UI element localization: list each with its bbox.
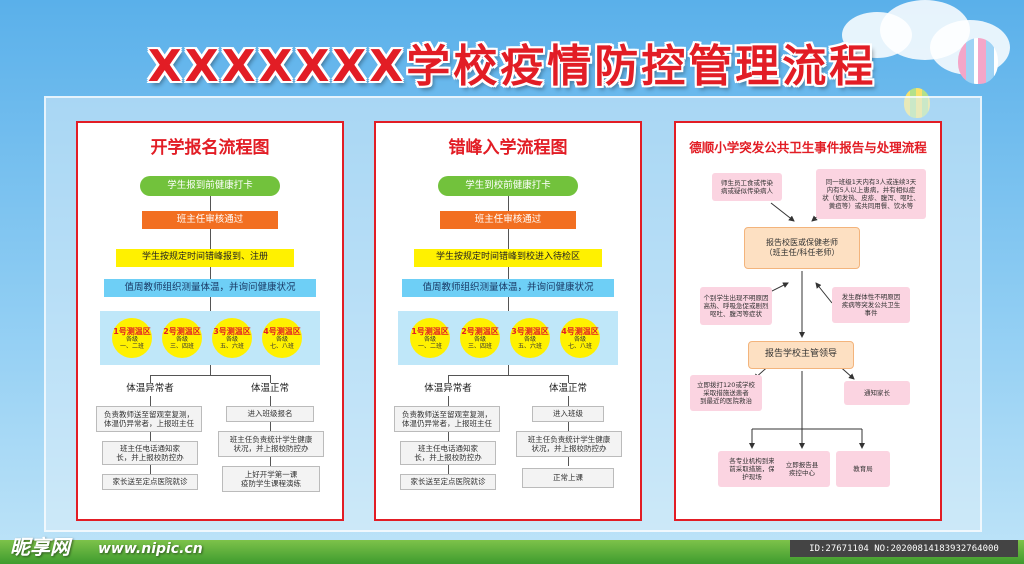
flow-arrow	[210, 267, 211, 279]
temperature-zone-3: 3号测温区各级 五、六班	[510, 318, 550, 358]
abnormal-step-hospital: 家长送至定点医院就诊	[102, 474, 198, 490]
temperature-zone-1: 1号测温区各级 一、二班	[410, 318, 450, 358]
panel-enrollment-flow: 开学报名流程图 学生报到前健康打卡 班主任审核通过 学生按规定时间错峰报到、注册…	[76, 121, 344, 521]
zone-label: 3号测温区	[511, 326, 549, 336]
zone-classes: 各级 五、六班	[219, 335, 244, 350]
flow-arrow	[210, 196, 211, 211]
flow-arrow	[508, 267, 509, 279]
flow-arrow	[568, 457, 569, 466]
flow-step-health-checkin: 学生报到前健康打卡	[140, 176, 280, 196]
flow-arrow	[448, 465, 449, 474]
flow-arrow	[568, 396, 569, 406]
flow-connector	[150, 375, 270, 376]
temperature-zone-2: 2号测温区各级 三、四班	[460, 318, 500, 358]
flow-arrow	[270, 375, 271, 383]
abnormal-step-recheck: 负责教师送至留观室复测， 体温仍异常者，上报班主任	[394, 406, 500, 432]
temperature-zone-1: 1号测温区各级 一、二班	[112, 318, 152, 358]
action-notify-parents: 通知家长	[844, 381, 910, 405]
panel-staggered-entry-flow: 错峰入学流程图 学生到校前健康打卡 班主任审核通过 学生按规定时间错峰到校进入待…	[374, 121, 642, 521]
flow-connector	[448, 375, 568, 376]
action-call-120: 立即拨打120或学校 采取措施送患者 到最近的医院救治	[690, 375, 762, 411]
abnormal-step-notify-parents: 班主任电话通知家 长，并上报校防控办	[102, 441, 198, 465]
temperature-zone-2: 2号测温区各级 三、四班	[162, 318, 202, 358]
hot-air-balloon-icon	[958, 38, 998, 84]
flow-arrow	[568, 422, 569, 431]
zone-label: 3号测温区	[213, 326, 251, 336]
flow-step-staggered-arrival: 学生按规定时间错峰到校进入待检区	[414, 249, 602, 267]
flow-step-temperature-check: 值周教师组织测量体温，并询问健康状况	[402, 279, 614, 297]
flow-arrow	[150, 465, 151, 474]
flow-step-teacher-approval: 班主任审核通过	[440, 211, 576, 229]
action-education-bureau: 教育局	[836, 451, 890, 487]
abnormal-step-hospital: 家长送至定点医院就诊	[400, 474, 496, 490]
temperature-zone-4: 4号测温区各级 七、八班	[262, 318, 302, 358]
trigger-mass-unknown-disease: 发生群体性不明原因 疾病等突发公共卫生 事件	[832, 287, 910, 323]
normal-step-enter-class: 进入班级	[532, 406, 604, 422]
flow-arrow	[448, 375, 449, 383]
flow-arrow	[210, 297, 211, 311]
flow-arrow	[270, 422, 271, 431]
zone-classes: 各级 一、二班	[119, 335, 144, 350]
flow-arrow	[508, 297, 509, 311]
flow-arrow	[448, 396, 449, 406]
flow-step-temperature-check: 值周教师组织测量体温，并询问健康状况	[104, 279, 316, 297]
abnormal-step-notify-parents: 班主任电话通知家 长，并上报校防控办	[400, 441, 496, 465]
zone-label: 2号测温区	[163, 326, 201, 336]
temperature-zone-4: 4号测温区各级 七、八班	[560, 318, 600, 358]
flow-arrow	[270, 396, 271, 406]
flow-arrow	[508, 229, 509, 249]
flow-step-staggered-registration: 学生按规定时间错峰报到、注册	[116, 249, 294, 267]
action-report-cdc: 立即报告县 疾控中心	[774, 451, 830, 487]
flow-arrow	[508, 196, 509, 211]
flow-connector	[508, 365, 509, 375]
zone-classes: 各级 一、二班	[417, 335, 442, 350]
trigger-individual-symptoms: 个别学生出现不明原因 高热、呼吸急促或剧烈 呕吐、腹泻等症状	[700, 287, 772, 325]
normal-temperature-label: 体温正常	[548, 383, 587, 395]
flow-step-teacher-approval: 班主任审核通过	[142, 211, 278, 229]
temperature-zone-3: 3号测温区各级 五、六班	[212, 318, 252, 358]
watermark-url: www.nipic.cn	[98, 541, 203, 557]
abnormal-temperature-label: 体温异常者	[424, 383, 472, 395]
report-school-doctor: 报告校医或保健老师 （班主任/科任老师）	[744, 227, 860, 269]
abnormal-step-recheck: 负责教师送至留观室复测， 体温仍异常者，上报班主任	[96, 406, 202, 432]
panel-title: 错峰入学流程图	[448, 138, 568, 158]
normal-step-first-lesson: 上好开学第一课 疫防学生课程演练	[222, 466, 320, 492]
zone-classes: 各级 三、四班	[467, 335, 492, 350]
zone-label: 1号测温区	[411, 326, 449, 336]
panel-title: 德顺小学突发公共卫生事件报告与处理流程	[689, 140, 927, 155]
zone-label: 1号测温区	[113, 326, 151, 336]
flow-arrow	[150, 396, 151, 406]
trigger-infectious-patient: 师生员工食或传染 病或疑似传染病人	[712, 173, 782, 201]
normal-step-enter-class: 进入班级报名	[226, 406, 314, 422]
normal-step-report-health: 班主任负责统计学生健康 状况，并上报校防控办	[218, 431, 324, 457]
zone-classes: 各级 五、六班	[517, 335, 542, 350]
trigger-cluster-illness: 同一班级1天内有3人或连续3天 内有5人以上患病，并有相似症 状（如发热、皮疹、…	[816, 169, 926, 219]
zone-classes: 各级 七、八班	[269, 335, 294, 350]
normal-step-report-health: 班主任负责统计学生健康 状况，并上报校防控办	[516, 431, 622, 457]
zone-label: 4号测温区	[561, 326, 599, 336]
page-title: XXXXXXX学校疫情防控管理流程	[147, 41, 877, 92]
flow-arrow	[210, 229, 211, 249]
normal-step-regular-class: 正常上课	[522, 468, 614, 488]
flow-step-health-checkin: 学生到校前健康打卡	[438, 176, 578, 196]
zone-label: 4号测温区	[263, 326, 301, 336]
zone-classes: 各级 三、四班	[169, 335, 194, 350]
zone-classes: 各级 七、八班	[567, 335, 592, 350]
flow-arrow	[448, 432, 449, 441]
flow-arrow	[150, 432, 151, 441]
report-school-leader: 报告学校主管领导	[748, 341, 854, 369]
watermark-logo: 昵享网	[10, 535, 70, 559]
abnormal-temperature-label: 体温异常者	[126, 383, 174, 395]
flow-arrow	[150, 375, 151, 383]
panel-title: 开学报名流程图	[150, 138, 270, 158]
normal-temperature-label: 体温正常	[250, 383, 289, 395]
zone-label: 2号测温区	[461, 326, 499, 336]
flow-arrow	[568, 375, 569, 383]
flow-connector	[210, 365, 211, 375]
panel-public-health-emergency-flow: 德顺小学突发公共卫生事件报告与处理流程 师生员工食或传染 病或疑似传染病人 同一…	[674, 121, 942, 521]
watermark-id: ID:27671104 NO:20200814183932764000	[790, 540, 1018, 557]
flow-arrow	[270, 457, 271, 466]
